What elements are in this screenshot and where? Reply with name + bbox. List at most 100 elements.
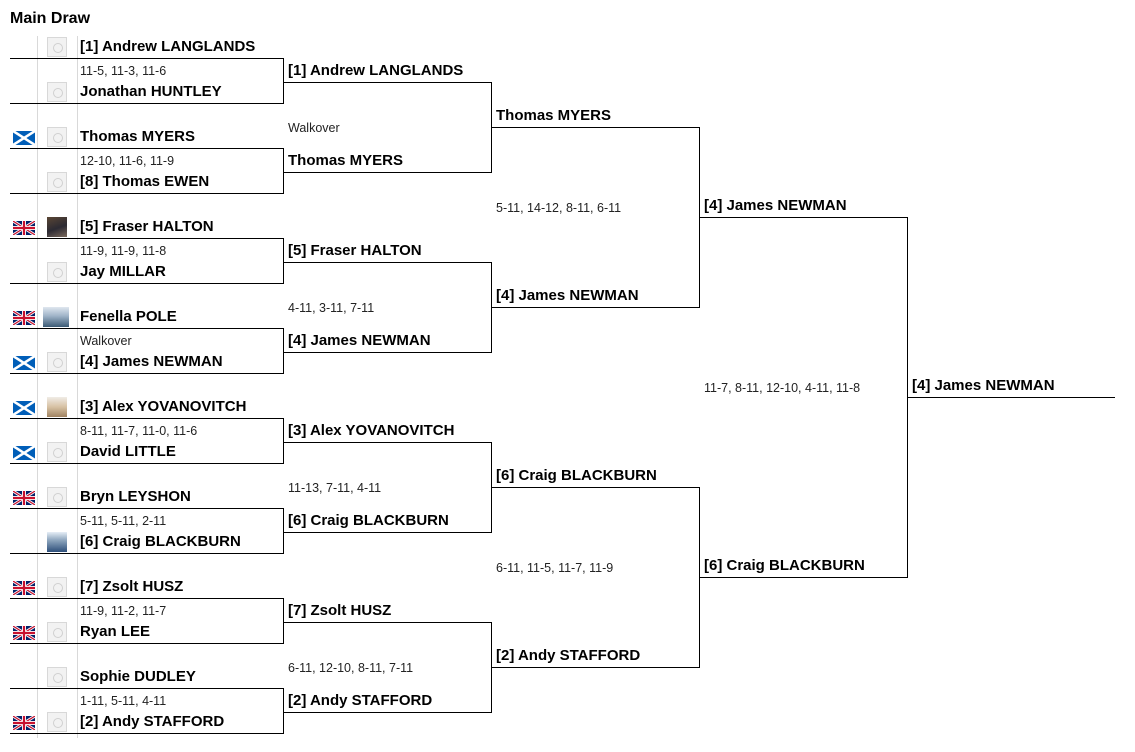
round2-underline [283,532,491,533]
scotland-flag-icon [13,131,35,145]
round2-underline [283,172,491,173]
entry-left-underline [10,373,78,374]
player-name[interactable]: Ryan LEE [80,623,150,641]
player-name[interactable]: [2] Andy STAFFORD [80,713,224,731]
round2-player-name[interactable]: [5] Fraser HALTON [288,242,422,260]
player-name[interactable]: Thomas MYERS [80,128,195,146]
round3-player-name[interactable]: Thomas MYERS [496,107,611,125]
player-name[interactable]: [6] Craig BLACKBURN [80,533,241,551]
entry-left-underline [10,328,78,329]
player-avatar-icon [43,307,69,327]
round2-underline [283,712,491,713]
match-score: 11-5, 11-3, 11-6 [80,64,166,79]
round4-player-name[interactable]: [4] James NEWMAN [704,197,847,215]
player-name[interactable]: [3] Alex YOVANOVITCH [80,398,246,416]
entry-underline [78,643,283,644]
entry-left-underline [10,733,78,734]
round2-player-name[interactable]: [3] Alex YOVANOVITCH [288,422,454,440]
entry-underline [78,598,283,599]
round2-underline [283,262,491,263]
player-name[interactable]: [1] Andrew LANGLANDS [80,38,255,56]
left-separator [37,36,38,738]
uk-flag-icon [13,716,35,730]
match-connector [283,238,284,284]
entry-underline [78,103,283,104]
round2-player-name[interactable]: [2] Andy STAFFORD [288,692,432,710]
player-name[interactable]: [7] Zsolt HUSZ [80,578,183,596]
entry-underline [78,508,283,509]
champion-underline [907,397,1115,398]
entry-left-underline [10,598,78,599]
scotland-flag-icon [13,401,35,415]
round4-player-name[interactable]: [6] Craig BLACKBURN [704,557,865,575]
round2-score: 4-11, 3-11, 7-11 [288,301,374,316]
round2-player-name[interactable]: [6] Craig BLACKBURN [288,512,449,530]
entry-left-underline [10,103,78,104]
entry-left-underline [10,463,78,464]
round2-player-name[interactable]: [4] James NEWMAN [288,332,431,350]
round3-player-name[interactable]: [2] Andy STAFFORD [496,647,640,665]
entry-underline [78,688,283,689]
player-name[interactable]: Jay MILLAR [80,263,166,281]
scotland-flag-icon [13,356,35,370]
player-name[interactable]: [5] Fraser HALTON [80,218,214,236]
entry-left-underline [10,688,78,689]
left-separator-2 [77,36,78,738]
match-connector [283,508,284,554]
player-avatar-icon [47,712,67,732]
match-score: 8-11, 11-7, 11-0, 11-6 [80,424,197,439]
match-connector [283,328,284,374]
player-avatar-icon [47,37,67,57]
round2-player-name[interactable]: [7] Zsolt HUSZ [288,602,391,620]
uk-flag-icon [13,311,35,325]
entry-underline [78,463,283,464]
player-name[interactable]: Bryn LEYSHON [80,488,191,506]
match-score: 11-9, 11-9, 11-8 [80,244,166,259]
round3-underline [491,127,699,128]
player-name[interactable]: David LITTLE [80,443,176,461]
player-avatar-icon [47,397,67,417]
round3-underline [491,487,699,488]
player-avatar-icon [47,667,67,687]
player-avatar-icon [47,622,67,642]
player-name[interactable]: Jonathan HUNTLEY [80,83,222,101]
player-name[interactable]: Fenella POLE [80,308,177,326]
round4-underline [699,217,907,218]
uk-flag-icon [13,626,35,640]
player-avatar-icon [47,127,67,147]
round3-underline [491,667,699,668]
round4-underline [699,577,907,578]
player-name[interactable]: [4] James NEWMAN [80,353,223,371]
match-score: Walkover [80,334,132,349]
entry-underline [78,418,283,419]
entry-left-underline [10,418,78,419]
entry-underline [78,148,283,149]
entry-left-underline [10,283,78,284]
round2-player-name[interactable]: Thomas MYERS [288,152,403,170]
entry-left-underline [10,508,78,509]
entry-underline [78,193,283,194]
match-connector [283,58,284,104]
player-avatar-icon [47,442,67,462]
match-connector [283,418,284,464]
round2-player-name[interactable]: [1] Andrew LANGLANDS [288,62,463,80]
round3-player-name[interactable]: [4] James NEWMAN [496,287,639,305]
champion-name[interactable]: [4] James NEWMAN [912,377,1055,395]
player-avatar-icon [47,82,67,102]
entry-left-underline [10,148,78,149]
entry-underline [78,283,283,284]
entry-underline [78,733,283,734]
uk-flag-icon [13,491,35,505]
player-name[interactable]: Sophie DUDLEY [80,668,196,686]
round3-score: 5-11, 14-12, 8-11, 6-11 [496,201,621,216]
match-connector [283,688,284,734]
player-name[interactable]: [8] Thomas EWEN [80,173,209,191]
player-avatar-icon [47,262,67,282]
round2-score: 6-11, 12-10, 8-11, 7-11 [288,661,413,676]
uk-flag-icon [13,581,35,595]
match-score: 11-9, 11-2, 11-7 [80,604,166,619]
round2-underline [283,82,491,83]
round3-player-name[interactable]: [6] Craig BLACKBURN [496,467,657,485]
round2-score: Walkover [288,121,340,136]
player-avatar-icon [47,487,67,507]
